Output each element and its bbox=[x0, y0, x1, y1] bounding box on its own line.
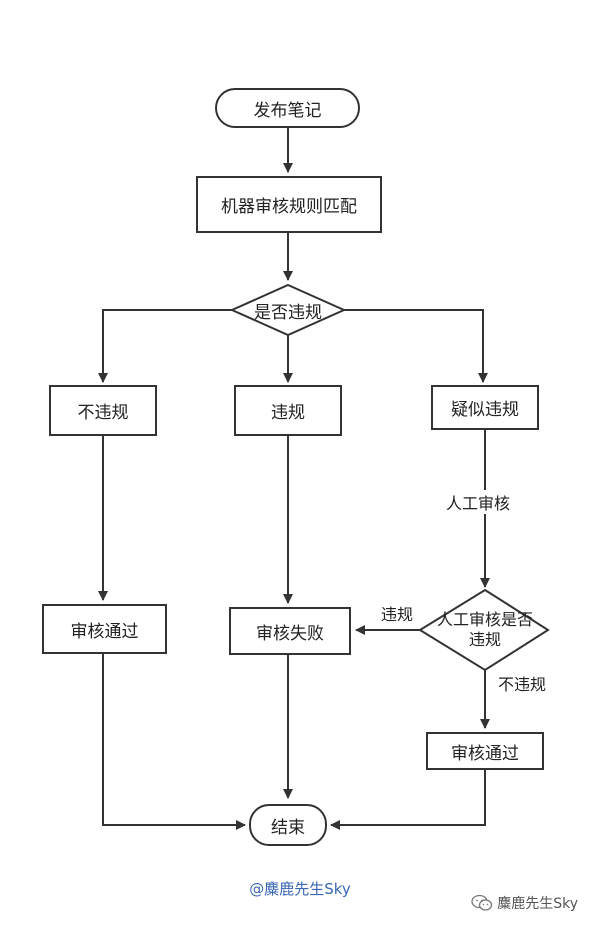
suspected-violation-node: 疑似违规 bbox=[431, 385, 539, 430]
end-node: 结束 bbox=[249, 804, 327, 846]
watermark-center: @麋鹿先生Sky bbox=[249, 880, 351, 898]
end-node-label: 结束 bbox=[271, 817, 305, 838]
no-violation-node: 不违规 bbox=[49, 385, 157, 436]
edge-label-manual-review: 人工审核 bbox=[446, 490, 511, 514]
violation-label: 违规 bbox=[271, 403, 305, 423]
start-node-label: 发布笔记 bbox=[253, 100, 322, 121]
approved-left-node: 审核通过 bbox=[42, 604, 167, 654]
suspected-violation-label: 疑似违规 bbox=[451, 400, 519, 420]
approved-right-label: 审核通过 bbox=[451, 743, 519, 764]
edge-decision-to-no-violation bbox=[98, 309, 232, 383]
no-violation-label: 不违规 bbox=[77, 403, 129, 423]
edge-decision-to-suspected bbox=[344, 309, 488, 383]
decision-node: 是否违规 bbox=[232, 285, 344, 335]
violation-node: 违规 bbox=[234, 385, 342, 436]
review-failed-node: 审核失败 bbox=[229, 607, 351, 655]
watermark-right: 麋鹿先生Sky bbox=[471, 893, 578, 913]
edge-label-violation: 违规 bbox=[381, 601, 414, 625]
manual-decision-node: 人工审核是否违规 bbox=[437, 605, 533, 655]
machine-review-node: 机器审核规则匹配 bbox=[196, 176, 382, 233]
manual-decision-label: 人工审核是否违规 bbox=[437, 610, 534, 649]
review-failed-label: 审核失败 bbox=[256, 623, 324, 644]
watermark-right-label: 麋鹿先生Sky bbox=[497, 896, 578, 912]
approved-right-node: 审核通过 bbox=[426, 732, 544, 770]
edge-label-no-violation: 不违规 bbox=[498, 671, 547, 695]
wechat-icon bbox=[471, 894, 493, 911]
edge-approved-left-to-end bbox=[102, 654, 246, 830]
machine-review-label: 机器审核规则匹配 bbox=[221, 197, 357, 217]
start-node: 发布笔记 bbox=[215, 88, 360, 128]
decision-label: 是否违规 bbox=[254, 302, 322, 323]
approved-left-label: 审核通过 bbox=[70, 621, 139, 642]
edge-approved-right-to-end bbox=[330, 770, 486, 830]
